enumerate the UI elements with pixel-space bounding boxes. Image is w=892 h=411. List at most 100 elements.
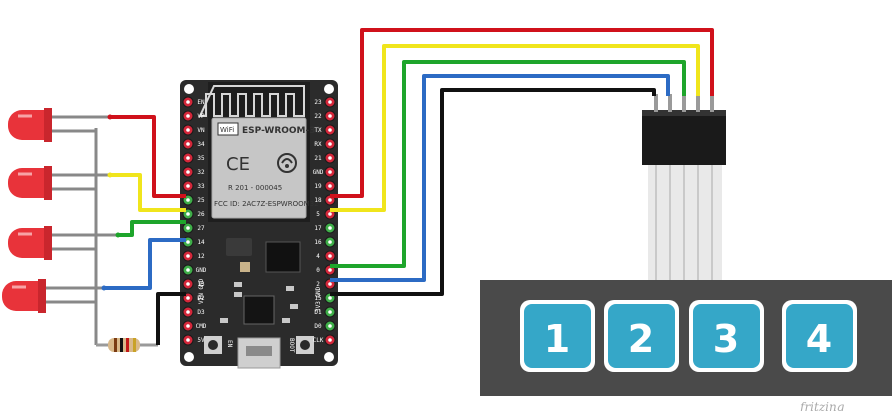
left-pin-label: CMD	[196, 323, 207, 330]
right-pin-hole	[328, 282, 332, 286]
usb-serial-chip	[243, 295, 275, 325]
resistor	[96, 338, 158, 352]
keypad-wire-blue	[330, 74, 670, 282]
right-pin-hole	[328, 184, 332, 188]
left-pin-hole	[186, 156, 190, 160]
usb-uart-area	[226, 238, 252, 256]
right-pin-hole	[328, 254, 332, 258]
keypad-key-4[interactable]: 4	[782, 300, 857, 372]
membrane-keypad: 1 2 3 4	[480, 94, 892, 396]
right-pin-label: 15	[314, 295, 322, 302]
antenna-trace	[198, 85, 305, 117]
led3-wire	[118, 220, 186, 237]
right-pin-hole	[328, 324, 332, 328]
right-pin-label: 5	[316, 211, 320, 218]
right-pin-label: 19	[314, 183, 322, 190]
en-button-label: EN	[226, 340, 233, 348]
left-pin-label: D3	[197, 309, 205, 316]
r-mark: R 201 - 000045	[228, 184, 282, 192]
en-button[interactable]	[204, 336, 222, 354]
keypad-header-connector	[642, 110, 726, 165]
keypad-key-1[interactable]: 1	[520, 300, 595, 372]
left-pin-hole	[186, 310, 190, 314]
led2-wire	[110, 173, 186, 212]
led-4	[2, 279, 104, 313]
fcc-mark-icon	[277, 153, 297, 173]
left-pin-label: 5V	[197, 337, 205, 344]
right-pin-label: D0	[314, 323, 322, 330]
left-pin-label: 25	[197, 197, 205, 204]
left-pin-hole	[186, 226, 190, 230]
left-pin-label: 32	[197, 169, 205, 176]
keypad-ribbon-cable	[648, 162, 722, 280]
right-pin-label: GND	[313, 169, 324, 176]
keypad-wire-red	[330, 28, 714, 198]
key-label: 1	[544, 317, 570, 361]
left-pin-hole	[186, 170, 190, 174]
wires	[104, 28, 714, 345]
left-pin-label: 12	[197, 253, 205, 260]
key-label: 4	[806, 317, 832, 361]
right-pin-hole	[328, 240, 332, 244]
led-3	[8, 226, 118, 260]
right-pin-label: 2	[316, 281, 320, 288]
left-pin-hole	[186, 212, 190, 216]
left-pin-hole	[186, 198, 190, 202]
right-pin-hole	[328, 100, 332, 104]
left-pin-hole	[186, 324, 190, 328]
boot-button-label: BOOT	[288, 338, 295, 353]
led1-wire	[110, 115, 186, 198]
keypad-wire-green	[330, 60, 686, 268]
left-pin-label: VP	[197, 113, 205, 120]
right-pin-label: 0	[316, 267, 320, 274]
left-pin-hole	[186, 100, 190, 104]
left-pin-label: VN	[197, 127, 205, 134]
left-pin-hole	[186, 254, 190, 258]
bottom-right-pin-label: 3V3 GND	[315, 286, 322, 312]
left-pin-label: 34	[197, 141, 205, 148]
right-pin-hole	[328, 114, 332, 118]
left-pin-label: 26	[197, 211, 205, 218]
ce-mark: CE	[226, 154, 250, 175]
right-pin-label: 23	[314, 99, 322, 106]
left-pin-label: 33	[197, 183, 205, 190]
fcc-id: FCC ID: 2AC7Z-ESPWROOM32	[214, 200, 319, 208]
boot-button[interactable]	[296, 336, 314, 354]
right-pin-hole	[328, 226, 332, 230]
right-pin-hole	[328, 338, 332, 342]
left-pin-hole	[186, 338, 190, 342]
right-pin-label: 21	[314, 155, 322, 162]
fritzing-watermark: fritzing	[799, 400, 845, 411]
right-pin-label: 22	[314, 113, 322, 120]
right-pin-hole	[328, 170, 332, 174]
key-label: 2	[628, 317, 654, 361]
keypad-wire-yellow	[330, 44, 700, 212]
right-pin-label: D1	[314, 309, 322, 316]
right-pin-hole	[328, 296, 332, 300]
right-pin-hole	[328, 212, 332, 216]
bottom-left-pin-label: VIN GND	[198, 278, 205, 304]
right-pin-hole	[328, 310, 332, 314]
wire-end-markers	[101, 114, 121, 291]
wifi-logo-label: WiFi	[220, 126, 234, 134]
left-pin-label: 13	[197, 281, 205, 288]
left-pin-label: 27	[197, 225, 205, 232]
right-pin-label: 4	[316, 253, 320, 260]
left-pin-hole	[186, 142, 190, 146]
keypad-key-3[interactable]: 3	[689, 300, 764, 372]
left-pin-hole	[186, 268, 190, 272]
right-pin-hole	[328, 128, 332, 132]
right-pin-hole	[328, 156, 332, 160]
left-pin-hole	[186, 184, 190, 188]
keypad-key-2[interactable]: 2	[604, 300, 679, 372]
left-pin-label: 35	[197, 155, 205, 162]
right-pin-label: 17	[314, 225, 322, 232]
module-name: ESP-WROOM-32	[242, 126, 322, 136]
right-pin-label: 18	[314, 197, 322, 204]
left-pin-hole	[186, 240, 190, 244]
keypad-wire-black	[330, 88, 656, 296]
right-pin-label: 16	[314, 239, 322, 246]
